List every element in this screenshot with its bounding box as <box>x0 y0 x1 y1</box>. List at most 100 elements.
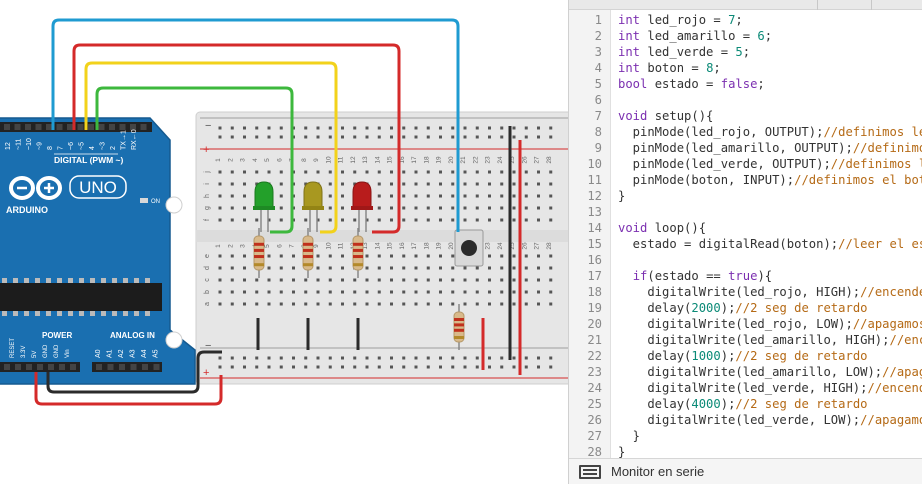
line-content[interactable]: pinMode(led_rojo, OUTPUT);//definimos le… <box>618 124 922 140</box>
line-content[interactable]: digitalWrite(led_rojo, HIGH);//encendemo… <box>618 284 922 300</box>
rail-hole <box>426 126 430 130</box>
wire-red-pin7[interactable] <box>72 43 401 234</box>
code-line[interactable]: 19 delay(2000);//2 seg de retardo <box>569 300 922 316</box>
line-content[interactable]: } <box>618 444 625 460</box>
code-line[interactable]: 11 pinMode(boton, INPUT);//definimos el … <box>569 172 922 188</box>
code-line[interactable]: 25 delay(4000);//2 seg de retardo <box>569 396 922 412</box>
rail-hole <box>255 365 259 369</box>
pushbutton[interactable] <box>454 218 484 267</box>
line-content[interactable]: if(estado == true){ <box>618 268 772 284</box>
rail-hole <box>414 126 418 130</box>
line-number: 21 <box>587 333 602 347</box>
resistors[interactable] <box>253 228 465 350</box>
breadboard-hole <box>390 266 393 270</box>
rail-hole <box>451 135 455 139</box>
line-content[interactable]: int boton = 8; <box>618 60 721 76</box>
line-content[interactable]: int led_amarillo = 6; <box>618 28 772 44</box>
code-line[interactable]: 10 pinMode(led_verde, OUTPUT);//definimo… <box>569 156 922 172</box>
wire-green-pin5[interactable] <box>95 86 294 234</box>
microcontroller-chip <box>0 283 162 311</box>
serial-monitor-label[interactable]: Monitor en serie <box>611 464 705 479</box>
serial-monitor-icon[interactable] <box>579 465 601 479</box>
line-content[interactable]: void loop(){ <box>618 220 706 236</box>
led-yellow[interactable] <box>302 181 324 232</box>
code-line[interactable]: 20 digitalWrite(led_rojo, LOW);//apagamo… <box>569 316 922 332</box>
line-content[interactable]: delay(2000);//2 seg de retardo <box>618 300 867 316</box>
led-green[interactable] <box>253 181 275 232</box>
breadboard-hole <box>512 218 516 222</box>
code-line[interactable]: 22 delay(1000);//2 seg de retardo <box>569 348 922 364</box>
code-line[interactable]: 15 estado = digitalRead(boton);//leer el… <box>569 236 922 252</box>
breadboard-hole <box>463 206 467 210</box>
line-content[interactable]: digitalWrite(led_amarillo, HIGH);//encen… <box>618 332 922 348</box>
wire-yellow-pin6[interactable] <box>84 61 338 234</box>
resistor-green[interactable] <box>253 228 265 278</box>
line-content[interactable]: delay(4000);//2 seg de retardo <box>618 396 867 412</box>
code-line[interactable]: 21 digitalWrite(led_amarillo, HIGH);//en… <box>569 332 922 348</box>
code-line[interactable]: 6 <box>569 92 922 108</box>
code-line[interactable]: 24 digitalWrite(led_verde, HIGH);//encen… <box>569 380 922 396</box>
code-line[interactable]: 26 digitalWrite(led_verde, LOW);//apagam… <box>569 412 922 428</box>
line-content[interactable]: estado = digitalRead(boton);//leer el es… <box>618 236 922 252</box>
line-content[interactable]: digitalWrite(led_verde, HIGH);//encendem… <box>618 380 922 396</box>
led-red[interactable] <box>351 181 373 232</box>
breadboard-hole <box>439 254 442 258</box>
wire-blue-pin8[interactable] <box>51 18 460 218</box>
line-content[interactable]: bool estado = false; <box>618 76 765 92</box>
column-number: 3 <box>240 158 247 162</box>
digital-pin-label: TX→1 <box>121 130 128 150</box>
line-content[interactable]: int led_rojo = 7; <box>618 12 743 28</box>
line-content[interactable]: digitalWrite(led_verde, LOW);//apagamos … <box>618 412 922 428</box>
line-content[interactable]: delay(1000);//2 seg de retardo <box>618 348 867 364</box>
resistor-red[interactable] <box>352 228 364 278</box>
column-number: 21 <box>460 156 467 164</box>
resistor-yellow[interactable] <box>302 228 314 278</box>
serial-monitor-bar[interactable]: Monitor en serie <box>569 458 922 484</box>
code-line[interactable]: 23 digitalWrite(led_amarillo, LOW);//apa… <box>569 364 922 380</box>
code-line[interactable]: 12} <box>569 188 922 204</box>
code-line[interactable]: 5 bool estado = false; <box>569 76 922 92</box>
code-token: false <box>720 77 758 91</box>
rail-hole <box>255 135 259 139</box>
code-line[interactable]: 8 pinMode(led_rojo, OUTPUT);//definimos … <box>569 124 922 140</box>
line-content[interactable]: } <box>618 188 625 204</box>
line-content[interactable]: pinMode(boton, INPUT);//definimos el bot… <box>618 172 922 188</box>
line-content[interactable]: } <box>618 428 640 444</box>
line-content[interactable]: digitalWrite(led_rojo, LOW);//apagamos e… <box>618 316 922 332</box>
line-number: 5 <box>594 77 602 91</box>
code-token: ; <box>757 77 765 91</box>
code-line[interactable]: 9 pinMode(led_amarillo, OUTPUT);//defini… <box>569 140 922 156</box>
line-content[interactable]: pinMode(led_amarillo, OUTPUT);//definimo… <box>618 140 922 156</box>
column-number: 17 <box>411 156 418 164</box>
breadboard-hole <box>255 182 259 186</box>
rail-hole <box>488 135 491 139</box>
line-content[interactable]: void setup(){ <box>618 108 713 124</box>
code-line[interactable]: 16 <box>569 252 922 268</box>
code-line[interactable]: 27 } <box>569 428 922 444</box>
resistor-button[interactable] <box>453 304 465 350</box>
analog-pin-label: A1 <box>107 349 114 358</box>
wire-black-gnd[interactable] <box>46 350 222 394</box>
code-line[interactable]: 28} <box>569 444 922 460</box>
line-content[interactable]: digitalWrite(led_amarillo, LOW);//apagam… <box>618 364 922 380</box>
line-content[interactable]: int led_verde = 5; <box>618 44 750 60</box>
wire-red-5v[interactable] <box>34 372 223 406</box>
code-line[interactable]: 18 digitalWrite(led_rojo, HIGH);//encend… <box>569 284 922 300</box>
breadboard-hole <box>402 206 406 210</box>
code-line[interactable]: 13 <box>569 204 922 220</box>
code-line[interactable]: 17 if(estado == true){ <box>569 268 922 284</box>
line-content[interactable]: pinMode(led_verde, OUTPUT);//definimos l… <box>618 156 922 172</box>
wires[interactable] <box>34 18 522 406</box>
